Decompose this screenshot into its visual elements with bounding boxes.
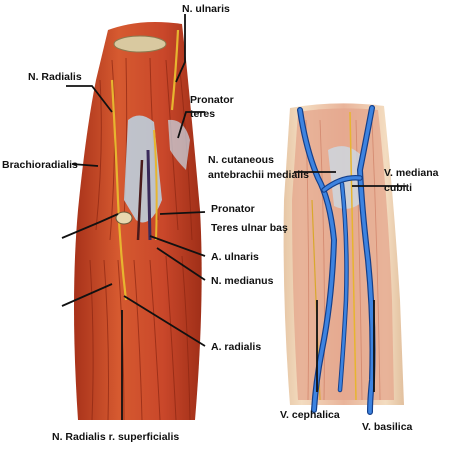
label-v-basilica: V. basilica — [362, 421, 413, 433]
label-n-radialis: N. Radialis — [28, 71, 82, 83]
left-forearm-illustration — [74, 22, 202, 420]
label-pronator-ulnar-2: Teres ulnar baş — [211, 222, 288, 234]
label-n-radialis-superficialis: N. Radialis r. superficialis — [52, 431, 179, 443]
label-pronator-teres-1: Pronator — [190, 94, 234, 106]
label-n-medianus: N. medianus — [211, 275, 274, 287]
label-a-ulnaris: A. ulnaris — [211, 251, 259, 263]
label-pronator-ulnar-1: Pronator — [211, 203, 255, 215]
label-v-mediana-2: cubiti — [384, 182, 412, 194]
label-a-radialis: A. radialis — [211, 341, 261, 353]
label-n-cutaneous-1: N. cutaneous — [208, 154, 274, 166]
tendon-cap — [114, 36, 166, 52]
tendon-cross-section — [116, 212, 132, 224]
label-n-ulnaris: N. ulnaris — [182, 3, 230, 15]
label-n-cutaneous-2: antebrachii medialis — [208, 169, 309, 181]
label-brachioradialis: Brachioradialis — [2, 159, 78, 171]
label-v-mediana-1: V. mediana — [384, 167, 439, 179]
label-v-cephalica: V. cephalica — [280, 409, 340, 421]
right-forearm-illustration — [284, 103, 404, 412]
artery-dark — [148, 150, 150, 240]
label-pronator-teres-2: teres — [190, 108, 215, 120]
